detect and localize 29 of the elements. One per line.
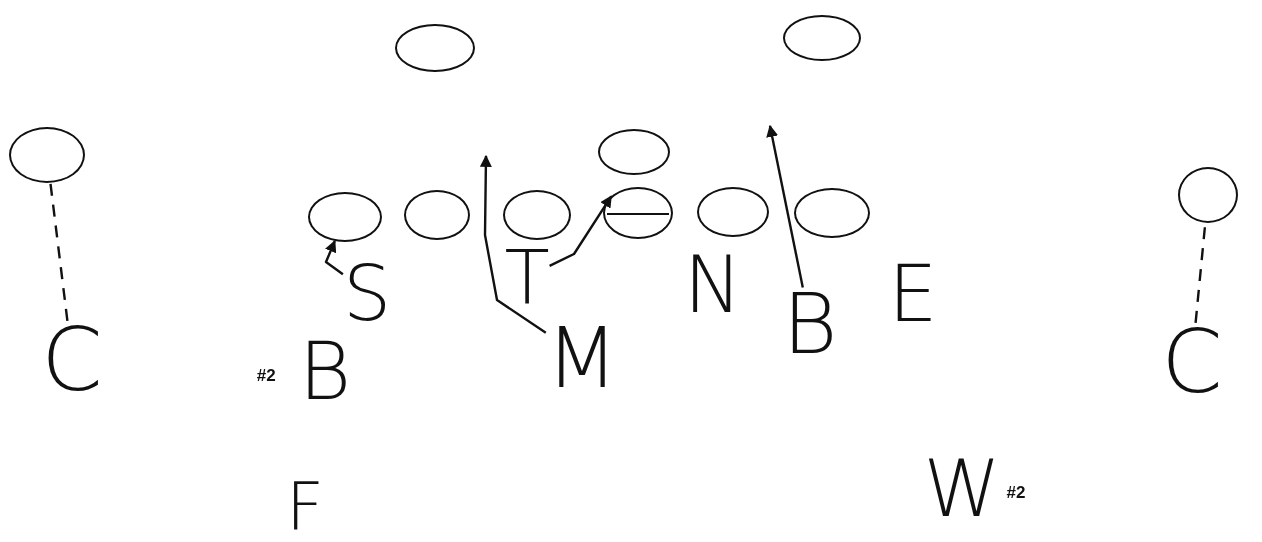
player-letter: B bbox=[782, 287, 838, 359]
route-arrow bbox=[766, 124, 804, 288]
player-oval bbox=[308, 192, 382, 242]
player-letter: C bbox=[1161, 322, 1223, 398]
player-oval bbox=[783, 15, 861, 61]
player-oval bbox=[9, 127, 85, 183]
player-letter: F bbox=[286, 476, 324, 534]
route-arrow bbox=[479, 154, 547, 334]
player-oval bbox=[697, 187, 769, 237]
player-number: #2 bbox=[1006, 483, 1026, 501]
player-letter: T bbox=[504, 245, 550, 309]
route-arrow bbox=[324, 239, 344, 276]
player-oval bbox=[404, 190, 470, 240]
player-letter: E bbox=[888, 258, 938, 326]
dashed-line bbox=[49, 182, 69, 321]
player-oval bbox=[603, 187, 673, 239]
player-oval bbox=[395, 24, 475, 72]
player-letter: W bbox=[923, 453, 1001, 521]
player-oval bbox=[598, 129, 670, 175]
player-number: #2 bbox=[256, 366, 276, 384]
player-oval bbox=[503, 190, 571, 240]
player-letter: C bbox=[41, 320, 103, 396]
player-letter: B bbox=[298, 336, 352, 404]
route-arrow bbox=[549, 195, 613, 267]
player-letter: S bbox=[342, 259, 392, 325]
player-oval bbox=[1178, 167, 1238, 223]
player-oval bbox=[794, 188, 870, 238]
player-letter: M bbox=[545, 321, 619, 393]
player-letter: N bbox=[683, 249, 743, 317]
